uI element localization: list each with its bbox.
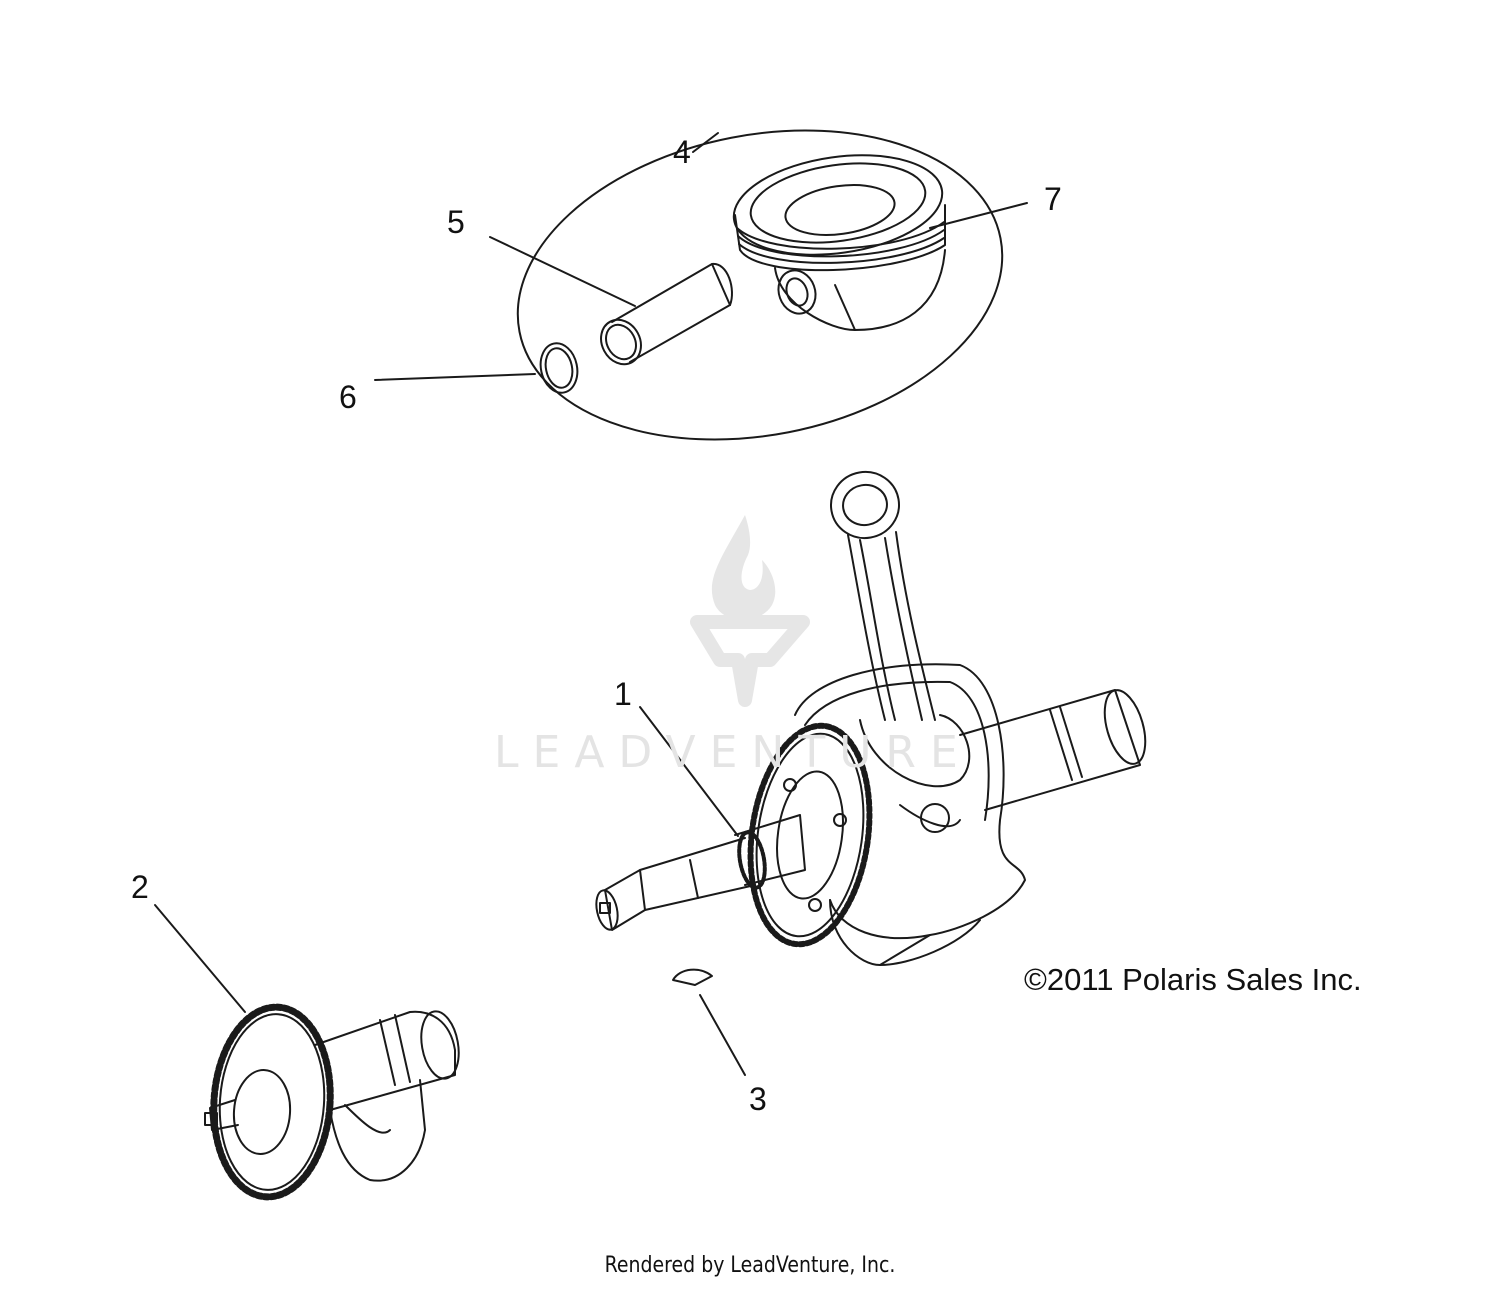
render-credit: Rendered by LeadVenture, Inc.	[604, 1253, 896, 1278]
piston-pin-part-5	[600, 262, 733, 366]
leader-line-5	[489, 236, 636, 307]
woodruff-key-part-3	[672, 968, 713, 986]
callout-3[interactable]: 3	[749, 1081, 767, 1117]
leader-line-3	[699, 994, 746, 1076]
callout-6[interactable]: 6	[339, 379, 357, 415]
leader-line-4	[692, 132, 719, 153]
leader-line-2	[154, 904, 246, 1013]
watermark-text: LEADVENTURE	[494, 727, 972, 778]
balance-shaft-part-2	[204, 1003, 460, 1201]
callout-7[interactable]: 7	[1044, 181, 1062, 217]
callout-1[interactable]: 1	[614, 676, 632, 712]
copyright-notice: ©2011 Polaris Sales Inc.	[1024, 962, 1362, 997]
circlip-part-6	[539, 342, 579, 394]
callout-2[interactable]: 2	[131, 869, 149, 905]
leader-line-1	[639, 706, 739, 837]
piston-kit-group-ellipse	[516, 129, 1004, 441]
callout-5[interactable]: 5	[447, 204, 465, 240]
piston-part-7	[732, 154, 946, 331]
leader-line-6	[374, 373, 536, 381]
crankshaft-assembly-part-1	[595, 470, 1147, 966]
watermark-logo	[690, 515, 810, 707]
leader-line-7	[929, 202, 1028, 229]
callout-4[interactable]: 4	[673, 134, 691, 170]
